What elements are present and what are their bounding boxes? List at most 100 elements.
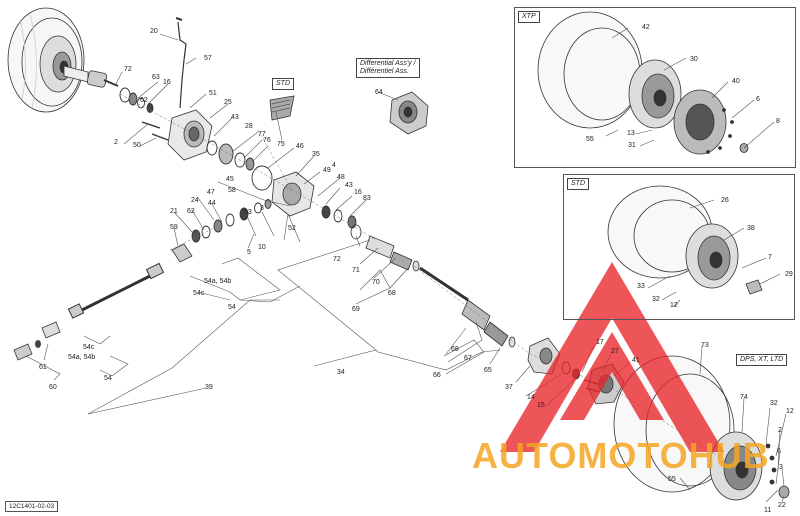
callout-label: 40 [732, 78, 740, 85]
callout-label: 16 [354, 189, 362, 196]
callout-label: 64 [375, 89, 383, 96]
callout-label: 54 [104, 375, 112, 382]
callout-label: 6 [756, 96, 760, 103]
callout-label: 14 [527, 394, 535, 401]
callout-label: 6 [777, 448, 781, 455]
callout-label: 73 [701, 342, 709, 349]
callout-label: 44 [208, 200, 216, 207]
front-drive-shaft-drawing [63, 65, 119, 88]
callout-label: 16 [163, 79, 171, 86]
callout-label: 33 [637, 283, 645, 290]
callout-label: 21 [170, 208, 178, 215]
pinion-gear-drawing [269, 95, 295, 121]
callout-label: 30 [690, 56, 698, 63]
callout-label: 35 [312, 151, 320, 158]
callout-label: 2 [778, 427, 782, 434]
callout-label: 50 [133, 142, 141, 149]
differential-tag: Differential Ass'y / Différentiel Ass. [356, 58, 420, 79]
callout-label: 47 [207, 189, 215, 196]
callout-label: 67 [464, 355, 472, 362]
callout-label: 41 [632, 357, 640, 364]
callout-label: 43 [345, 182, 353, 189]
callout-label: 45 [226, 176, 234, 183]
callout-label: 8 [776, 118, 780, 125]
callout-label: 29 [785, 271, 793, 278]
callout-label: 20 [150, 28, 158, 35]
hub-washer-stack-drawing [119, 87, 154, 113]
callout-label: 48 [337, 174, 345, 181]
yoke-drawing [171, 243, 193, 263]
callout-label: 27 [611, 348, 619, 355]
callout-label: 46 [296, 143, 304, 150]
differential-assembly-drawing [389, 91, 429, 135]
std-variant-box [563, 174, 795, 320]
callout-label: 77 [258, 131, 266, 138]
leader-lines [25, 27, 787, 503]
callout-label: 43 [231, 114, 239, 121]
callout-label: 72 [333, 256, 341, 263]
callout-label: 55 [586, 136, 594, 143]
callout-label: 55 [668, 476, 676, 483]
callout-label: 34 [337, 369, 345, 376]
bolt-drawings [141, 121, 169, 141]
front-yoke-drawing [13, 340, 41, 361]
bearing-ring-drawings [206, 140, 273, 191]
callout-label: 7 [768, 254, 772, 261]
shim-and-seal-drawings [191, 199, 357, 243]
callout-label: 72 [124, 66, 132, 73]
front-differential-housing-drawing [167, 109, 213, 161]
callout-label: 28 [245, 123, 253, 130]
callout-label: 4 [332, 162, 336, 169]
callout-label: 12 [670, 302, 678, 309]
callout-label: 49 [323, 167, 331, 174]
callout-label: 37 [505, 384, 513, 391]
callout-label: 74 [740, 394, 748, 401]
dps-tag: DPS, XT, LTD [736, 354, 788, 367]
callout-label: 39 [205, 384, 213, 391]
callout-label: 76 [263, 137, 271, 144]
callout-label: 54 [228, 304, 236, 311]
callout-label: 12 [786, 408, 794, 415]
callout-label: 54c [83, 344, 95, 351]
callout-label: 65 [484, 367, 492, 374]
front-left-tire-drawing [7, 7, 85, 113]
universal-joint-drawing [41, 321, 61, 339]
callout-label: 32 [770, 400, 778, 407]
watermark-word: AUTOMOTOHUB [472, 435, 770, 476]
callout-label: 3 [779, 464, 783, 471]
callout-label: 13 [627, 130, 635, 137]
callout-label: 71 [352, 267, 360, 274]
document-code: 12C1401-02-03 [5, 501, 59, 512]
callout-label: 57 [204, 55, 212, 62]
callout-label: 60 [49, 384, 57, 391]
callout-label: 52 [288, 225, 296, 232]
callout-label: 54c [193, 290, 205, 297]
callout-label: 68 [451, 346, 459, 353]
callout-label: 10 [258, 244, 266, 251]
watermark-logo [500, 262, 724, 452]
differential-tag-line1: Differential Ass'y / [360, 60, 416, 67]
callout-label: 24 [191, 197, 199, 204]
callout-label: 54a, 54b [204, 278, 232, 285]
callout-label: 25 [224, 99, 232, 106]
callout-label: 22 [778, 502, 786, 509]
callout-label: 59 [170, 224, 178, 231]
rear-differential-housing-drawing [271, 171, 315, 217]
dps-variant-box [505, 352, 794, 511]
callout-label: 17 [596, 339, 604, 346]
callout-label: 83 [363, 195, 371, 202]
callout-label: 54a, 54b [68, 354, 96, 361]
callout-label: 75 [277, 141, 285, 148]
differential-tag-line2: Différentiel Ass. [360, 68, 409, 76]
callout-label: 15 [537, 402, 545, 409]
xtp-wheel-drawing [537, 11, 749, 155]
callout-label: 69 [352, 306, 360, 313]
callout-label: 62 [187, 208, 195, 215]
std-tag-top: STD [272, 78, 294, 91]
callout-label: 31 [628, 142, 636, 149]
callout-label: 58 [228, 187, 236, 194]
callout-label: 62 [140, 97, 148, 104]
callout-label: 51 [209, 90, 217, 97]
